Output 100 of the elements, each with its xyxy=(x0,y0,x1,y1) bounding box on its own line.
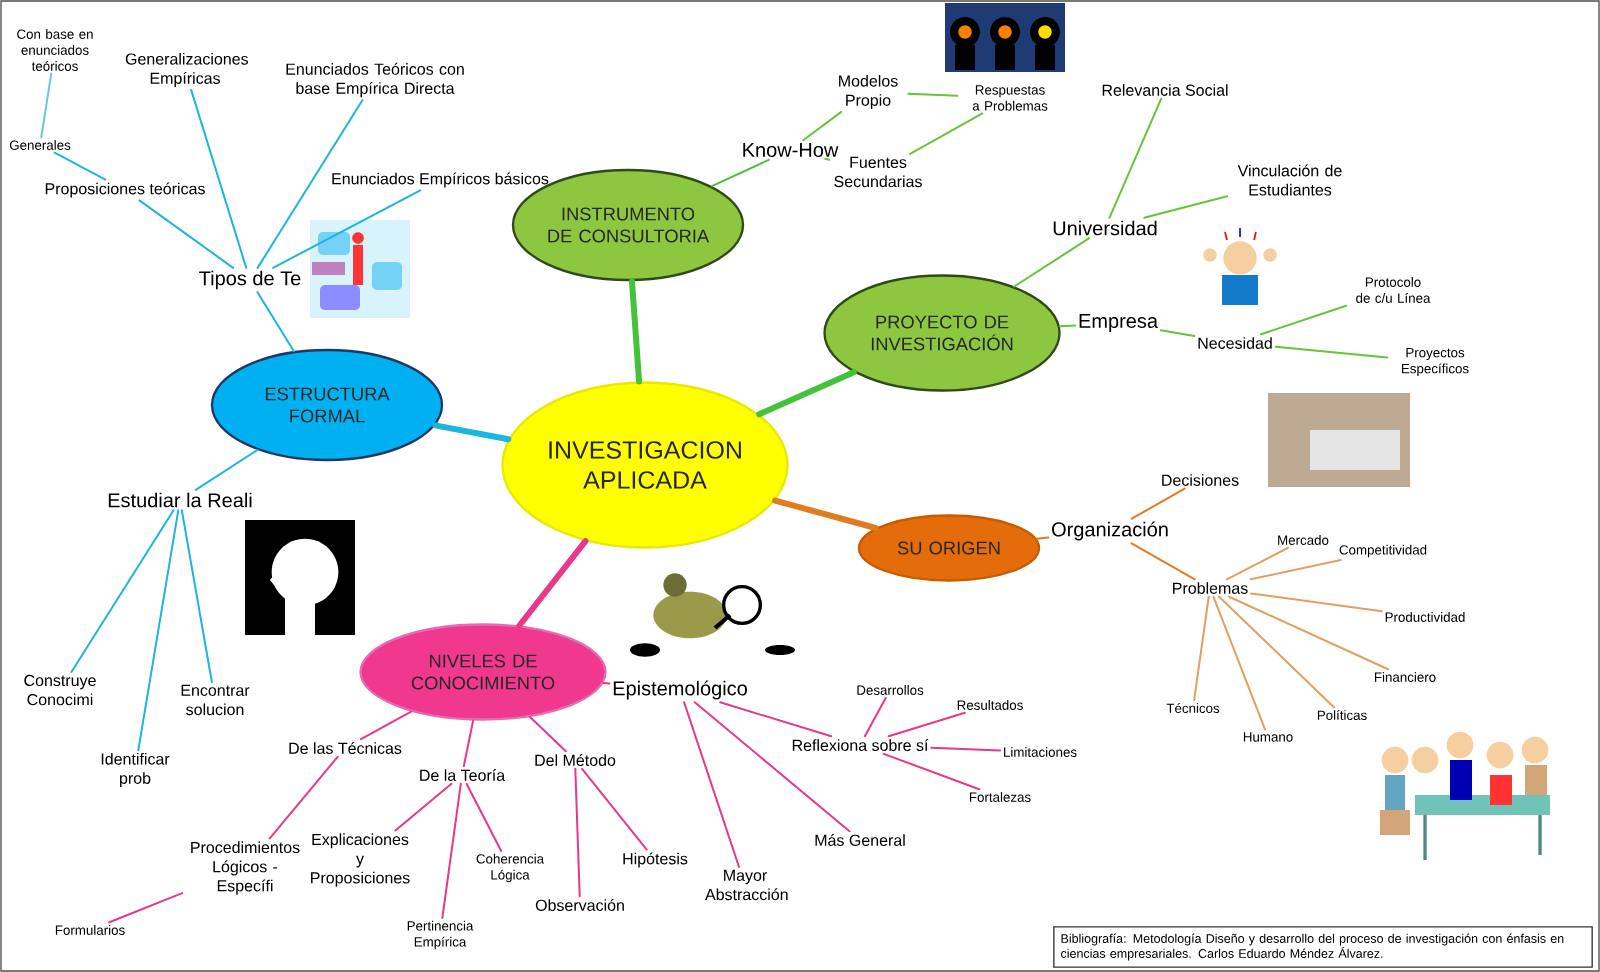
branch-label: Limitaciones xyxy=(1004,747,1077,757)
branch-line xyxy=(1259,304,1348,336)
branch-label: Universidad xyxy=(1053,220,1157,236)
branch-line xyxy=(137,509,180,752)
branch-label: Humano xyxy=(1243,732,1293,742)
branch-label: De las Técnicas xyxy=(289,742,402,754)
branch-line xyxy=(441,782,462,919)
branch-label: Respuestas a Problemas xyxy=(972,85,1048,111)
branch-line xyxy=(802,110,843,142)
branch-line xyxy=(1218,595,1335,709)
branch-label: Problemas xyxy=(1173,582,1248,594)
bibliography-box: Bibliografía: Metodología Diseño y desarrollo del proceso de investigación con énfasis en ciencias empresariales. Carlos Eduardo Méndez Álvarez. xyxy=(1053,926,1593,968)
branch-line xyxy=(629,278,643,385)
branch-label: Mercado xyxy=(1278,535,1329,545)
branch-line xyxy=(272,189,422,269)
branch-line xyxy=(756,369,857,418)
branch-label: Necesidad xyxy=(1198,337,1272,349)
branch-label: Productividad xyxy=(1385,612,1465,622)
branch-line xyxy=(1058,324,1077,328)
branch-label: Organización xyxy=(1052,521,1168,541)
branch-line xyxy=(1274,345,1389,359)
branch-label: Más General xyxy=(815,834,905,846)
branch-line xyxy=(40,72,53,139)
branch-label: Mayor Abstracción xyxy=(705,869,788,901)
branch-label: Modelos Propio xyxy=(839,74,898,110)
branch-label: Coherencia Lógica xyxy=(476,853,545,883)
branch-label: Epistemológico xyxy=(613,680,747,700)
branch-label: Tipos de Te xyxy=(199,270,301,290)
branch-line xyxy=(1250,592,1383,613)
branch-line xyxy=(581,767,648,851)
branch-label: Enunciados Teóricos con base Empírica Directa xyxy=(286,62,464,98)
branch-line xyxy=(1130,542,1196,581)
branch-line xyxy=(194,449,259,491)
branch-line xyxy=(887,711,966,738)
branch-line xyxy=(432,422,512,443)
branch-label: Desarrollos xyxy=(857,685,924,695)
branch-line xyxy=(256,99,364,269)
branch-line xyxy=(909,112,984,155)
branch-label: Fuentes Secundarias xyxy=(834,156,922,188)
branch-label: Observación xyxy=(535,899,624,911)
branch-line xyxy=(360,710,413,741)
branch-line xyxy=(930,746,1002,752)
branch-label: Fortalezas xyxy=(970,792,1031,802)
branch-line xyxy=(693,701,851,833)
branch-line xyxy=(465,782,503,852)
branch-label: Know-How xyxy=(743,143,839,157)
branch-label: Construye Conocimi xyxy=(24,674,96,706)
branch-label: Explicaciones y Proposiciones xyxy=(311,833,410,887)
branch-label: Encontrar solucion xyxy=(181,684,250,716)
branch-line xyxy=(1130,487,1186,520)
branch-line xyxy=(1212,595,1267,731)
branch-line xyxy=(772,497,879,531)
branch-line xyxy=(1013,237,1091,288)
branch-label: Hipótesis xyxy=(623,852,688,868)
branch-label: Financiero xyxy=(1375,672,1436,682)
branch-line xyxy=(70,509,175,673)
branch-line xyxy=(138,199,235,269)
branch-label: Formularios xyxy=(55,925,125,935)
branch-line xyxy=(602,682,611,685)
branch-line xyxy=(394,782,453,832)
branch-line xyxy=(1228,595,1390,671)
branch-label: Reflexiona sobre sí xyxy=(792,739,929,751)
branch-label: Proyectos Específicos xyxy=(1402,348,1469,376)
branch-line xyxy=(256,291,295,353)
branch-line xyxy=(719,701,833,738)
branch-label: Políticas xyxy=(1317,710,1367,720)
branch-label: Relevancia Social xyxy=(1102,84,1228,96)
branch-line xyxy=(863,696,887,738)
branch-line xyxy=(710,158,770,188)
branch-label: Con base en enunciados teóricos xyxy=(17,29,93,71)
branch-line xyxy=(824,157,831,161)
branch-label: Generales xyxy=(9,140,71,150)
branch-label: Vinculación de Estudiantes xyxy=(1237,164,1342,196)
branch-line xyxy=(1193,595,1210,702)
branch-line xyxy=(1035,536,1050,540)
branch-line xyxy=(1159,329,1196,338)
branch-label: De la Teoría xyxy=(420,769,506,781)
branch-label: Proposiciones teóricas xyxy=(45,182,205,198)
branch-line xyxy=(907,92,959,97)
branch-label: Pertinencia Empírica xyxy=(407,920,474,950)
branch-line xyxy=(180,509,213,683)
branch-line xyxy=(1249,559,1342,581)
branch-line xyxy=(683,701,740,868)
branch-label: Resultados xyxy=(957,700,1023,710)
branch-label: Identificar prob xyxy=(101,752,170,788)
branch-line xyxy=(53,151,107,181)
branch-line xyxy=(462,719,475,768)
branch-label: Generalizaciones Empíricas xyxy=(125,52,249,88)
branch-label: Protocolo de c/u Línea xyxy=(1356,277,1431,303)
branch-line xyxy=(574,767,581,898)
branch-line xyxy=(108,892,184,924)
branch-line xyxy=(529,716,567,753)
branch-label: Técnicos xyxy=(1166,703,1220,713)
branch-line xyxy=(882,752,981,791)
branch-label: Procedimientos Lógicos - Específi xyxy=(191,841,300,895)
branch-label: Decisiones xyxy=(1162,474,1239,486)
branch-line xyxy=(190,88,248,269)
branch-line xyxy=(1108,97,1163,219)
branch-line xyxy=(516,538,589,629)
branch-line xyxy=(268,755,339,840)
